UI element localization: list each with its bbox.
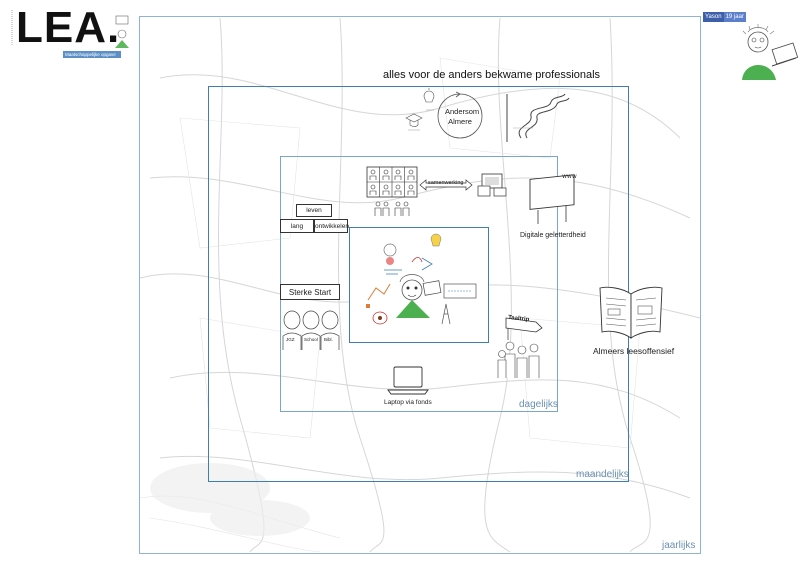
child-learning-illustration	[366, 233, 477, 325]
winding-road-icon	[506, 93, 570, 142]
lang-box: lang	[280, 219, 314, 233]
digital-screen-icon: www	[529, 173, 577, 224]
devices-icon	[477, 173, 507, 197]
logo-subtitle: Maatschappelijke opgave	[63, 51, 121, 58]
sterke-start-box: Sterke Start	[280, 284, 340, 300]
double-arrow-icon	[419, 179, 473, 191]
daily-label: dagelijks	[519, 399, 558, 410]
leven-box: leven	[296, 204, 332, 217]
central-child-panel	[349, 227, 489, 343]
taaltrip-group	[497, 317, 543, 378]
sterke-start-figure-2: School	[304, 337, 318, 342]
leesoffensief-label: Almeers leesoffensief	[593, 346, 675, 356]
lea-logo: LEA.	[16, 3, 121, 52]
logo-side-text	[10, 10, 14, 46]
diagram-title: alles voor de anders bekwame professiona…	[383, 69, 601, 81]
samenwerking-label: samenwerking	[428, 180, 464, 186]
yearly-label: jaarlijks	[662, 540, 696, 551]
digitale-label: Digitale geletterdheid	[520, 232, 586, 239]
mini-doodle-icon	[115, 15, 129, 48]
monthly-frame	[208, 86, 629, 482]
open-book-icon	[599, 286, 663, 339]
user-badge: Yason 19 jaar	[703, 12, 746, 22]
monthly-label: maandelijks	[576, 469, 629, 480]
andersom-cycle	[405, 88, 483, 139]
andersom-line2: Almere	[448, 117, 472, 126]
badge-name: Yason	[703, 12, 724, 22]
laptop-icon	[387, 366, 429, 395]
svg-text:www: www	[562, 173, 577, 180]
classroom-grid-icon	[366, 166, 418, 216]
laptop-label: Laptop via fonds	[384, 399, 432, 406]
badge-age: 19 jaar	[723, 12, 746, 22]
sterke-start-figure-3: Bibl.	[324, 337, 333, 342]
sterke-start-figures	[282, 310, 340, 350]
andersom-line1: Andersom	[445, 107, 480, 116]
yearly-frame	[139, 16, 701, 554]
person-laptop-icon	[742, 24, 799, 80]
ontwikkelen-box: ontwikkelen	[314, 219, 349, 233]
sterke-start-figure-1: JGZ	[286, 337, 295, 342]
